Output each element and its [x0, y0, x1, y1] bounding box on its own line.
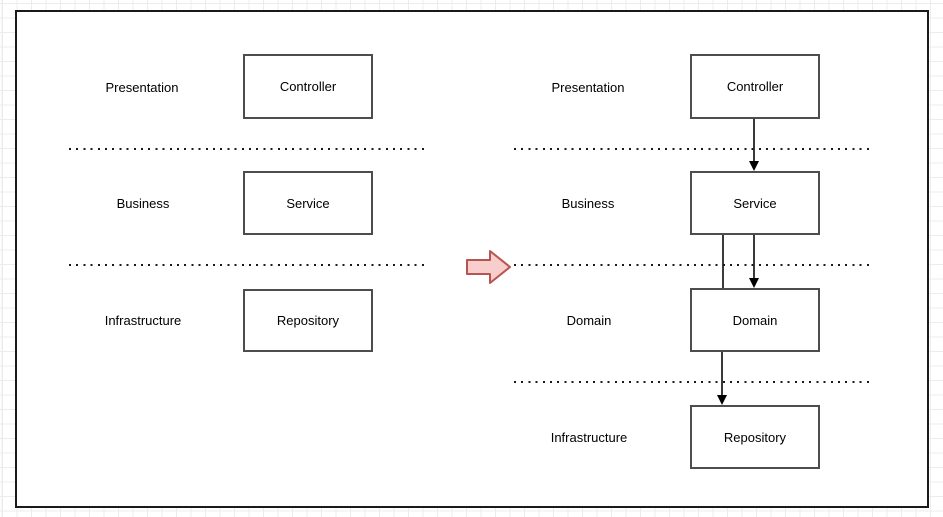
right-node-repository[interactable]: Repository: [690, 405, 820, 469]
right-node-domain-label: Domain: [732, 312, 778, 328]
right-node-controller[interactable]: Controller: [690, 54, 820, 119]
right-separator-presentation-business[interactable]: [514, 148, 874, 150]
edge-domain-to-repository[interactable]: [721, 352, 723, 396]
left-separator-presentation-business[interactable]: [69, 148, 429, 150]
edge-service-to-domain-plain[interactable]: [722, 235, 724, 288]
left-node-controller[interactable]: Controller: [243, 54, 373, 119]
left-layer-label-business[interactable]: Business: [116, 195, 170, 211]
transform-right-arrow-icon[interactable]: [465, 248, 513, 286]
left-layer-label-presentation[interactable]: Presentation: [105, 79, 179, 95]
left-node-repository[interactable]: Repository: [243, 289, 373, 352]
left-separator-business-infrastructure[interactable]: [69, 264, 429, 266]
right-node-service[interactable]: Service: [690, 171, 820, 235]
right-layer-label-domain[interactable]: Domain: [566, 312, 612, 328]
left-node-repository-label: Repository: [276, 313, 340, 328]
right-node-repository-label: Repository: [723, 429, 787, 445]
right-layer-label-business[interactable]: Business: [561, 195, 615, 211]
left-node-controller-label: Controller: [279, 79, 337, 94]
right-node-controller-label: Controller: [726, 79, 784, 94]
right-separator-domain-infrastructure[interactable]: [514, 381, 874, 383]
left-layer-label-infrastructure[interactable]: Infrastructure: [104, 312, 182, 328]
edge-domain-to-repository-arrowhead: [717, 395, 727, 405]
right-separator-business-domain[interactable]: [514, 264, 874, 266]
edge-service-to-domain[interactable]: [753, 235, 755, 279]
left-node-service-label: Service: [286, 195, 330, 211]
edge-controller-to-service-arrowhead: [749, 161, 759, 171]
edge-controller-to-service[interactable]: [753, 119, 755, 163]
diagram-canvas: Presentation Controller Business Service…: [15, 10, 929, 508]
right-node-domain[interactable]: Domain: [690, 288, 820, 352]
edge-service-to-domain-arrowhead: [749, 278, 759, 288]
left-node-service[interactable]: Service: [243, 171, 373, 235]
right-layer-label-infrastructure[interactable]: Infrastructure: [550, 429, 628, 445]
right-node-service-label: Service: [733, 195, 777, 211]
right-layer-label-presentation[interactable]: Presentation: [551, 79, 625, 95]
